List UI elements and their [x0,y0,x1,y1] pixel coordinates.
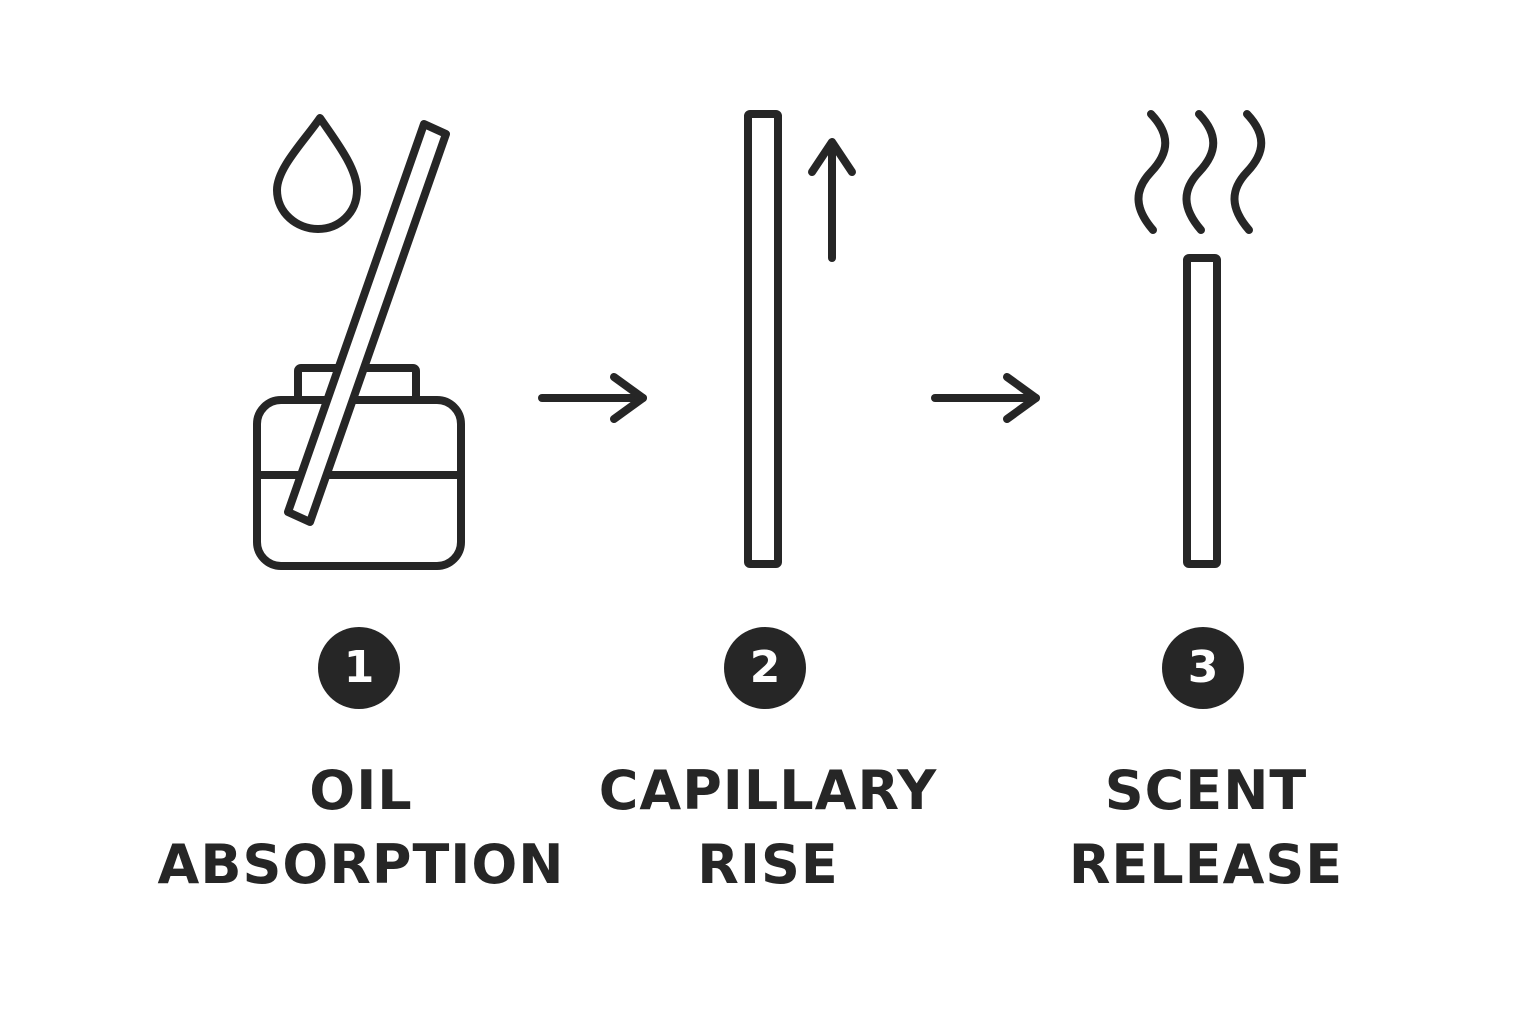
step-3-label-line-1: SCENT [1104,759,1308,822]
jar-body [253,396,465,570]
step-3-label-line-2: RELEASE [1068,833,1344,896]
step-3-number-badge: 3 [1162,627,1244,709]
right-arrow-icon [931,373,1040,423]
step-1-label: OIL ABSORPTION [141,754,581,902]
step-2-label: CAPILLARY RISE [548,754,988,902]
reed-stick [744,110,782,568]
diffuser-jar-icon [253,114,465,570]
oil-drop-icon [273,114,361,233]
up-arrow-icon [808,138,856,262]
step-2-number-badge: 2 [724,627,806,709]
step-1-number-badge: 1 [318,627,400,709]
capillary-reed-icon [744,110,856,568]
step-1-label-line-1: OIL [309,759,413,822]
step-2-label-line-2: RISE [697,833,839,896]
scent-release-icon [1134,110,1266,568]
reed-stick [284,120,450,526]
reed-stick [1183,254,1221,568]
scent-wave-icon [1182,110,1218,234]
right-arrow-icon [538,373,647,423]
step-1-label-line-2: ABSORPTION [157,833,565,896]
scent-wave-icon [1230,110,1266,234]
step-2-label-line-1: CAPILLARY [598,759,938,822]
scent-wave-icon [1134,110,1170,234]
step-3-label: SCENT RELEASE [986,754,1426,902]
